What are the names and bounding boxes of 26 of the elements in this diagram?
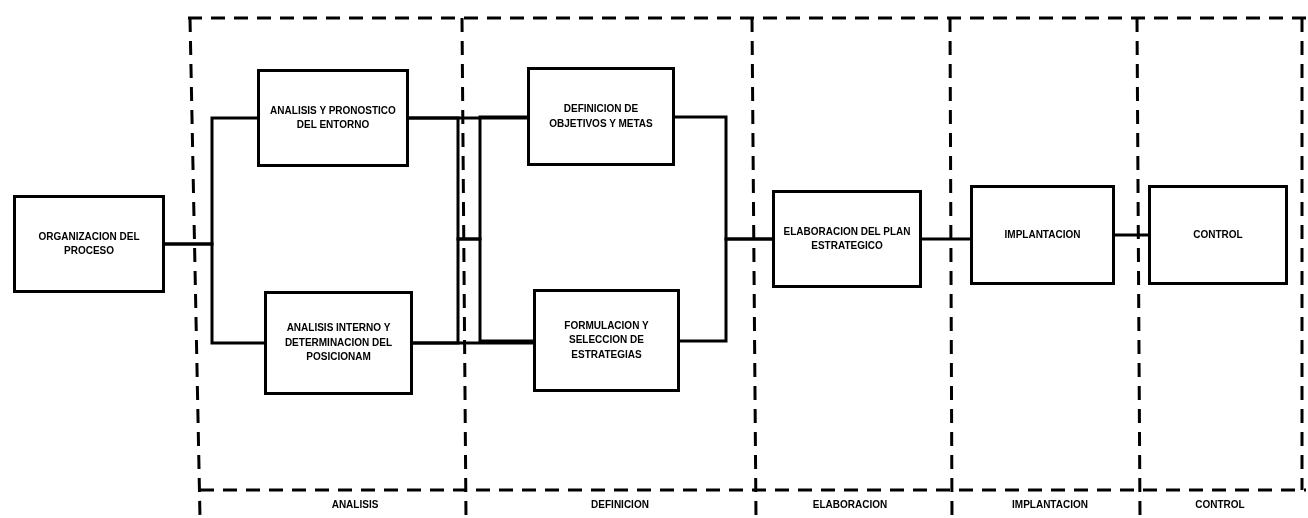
process-box: [527, 67, 675, 166]
connector-line: [165, 242, 264, 345]
phase-label: CONTROL: [1195, 499, 1245, 510]
box-label: FORMULACION Y SELECCION DE ESTRATEGIAS: [563, 318, 650, 362]
process-box: [533, 289, 680, 392]
box-label: ANALISIS INTERNO Y DETERMINACION DEL POSICIONAM: [283, 321, 394, 365]
process-box: [257, 69, 409, 167]
connector-line: [922, 237, 970, 241]
phase-label: DEFINICION: [591, 499, 649, 510]
phase-label: ELABORACION: [812, 499, 888, 510]
process-box: [1148, 185, 1288, 285]
box-label: DEFINICION DE OBJETIVOS Y METAS: [548, 102, 654, 131]
process-box: [970, 185, 1115, 285]
connector-line: [680, 237, 772, 343]
phase-label: IMPLANTACION: [1012, 499, 1088, 510]
phase-label: ANALISIS: [331, 499, 379, 510]
process-box: [13, 195, 165, 293]
process-box: [772, 190, 922, 288]
box-label: IMPLANTACION: [1003, 227, 1082, 242]
connector-line: [413, 341, 533, 345]
box-label: ELABORACION DEL PLAN ESTRATEGICO: [782, 224, 912, 253]
process-box: [264, 291, 413, 395]
connector-line: [1115, 233, 1148, 237]
box-label: CONTROL: [1192, 227, 1244, 242]
box-label: ORGANIZACION DEL PROCESO: [37, 229, 141, 258]
box-label: ANALISIS Y PRONOSTICO DEL ENTORNO: [269, 103, 397, 132]
